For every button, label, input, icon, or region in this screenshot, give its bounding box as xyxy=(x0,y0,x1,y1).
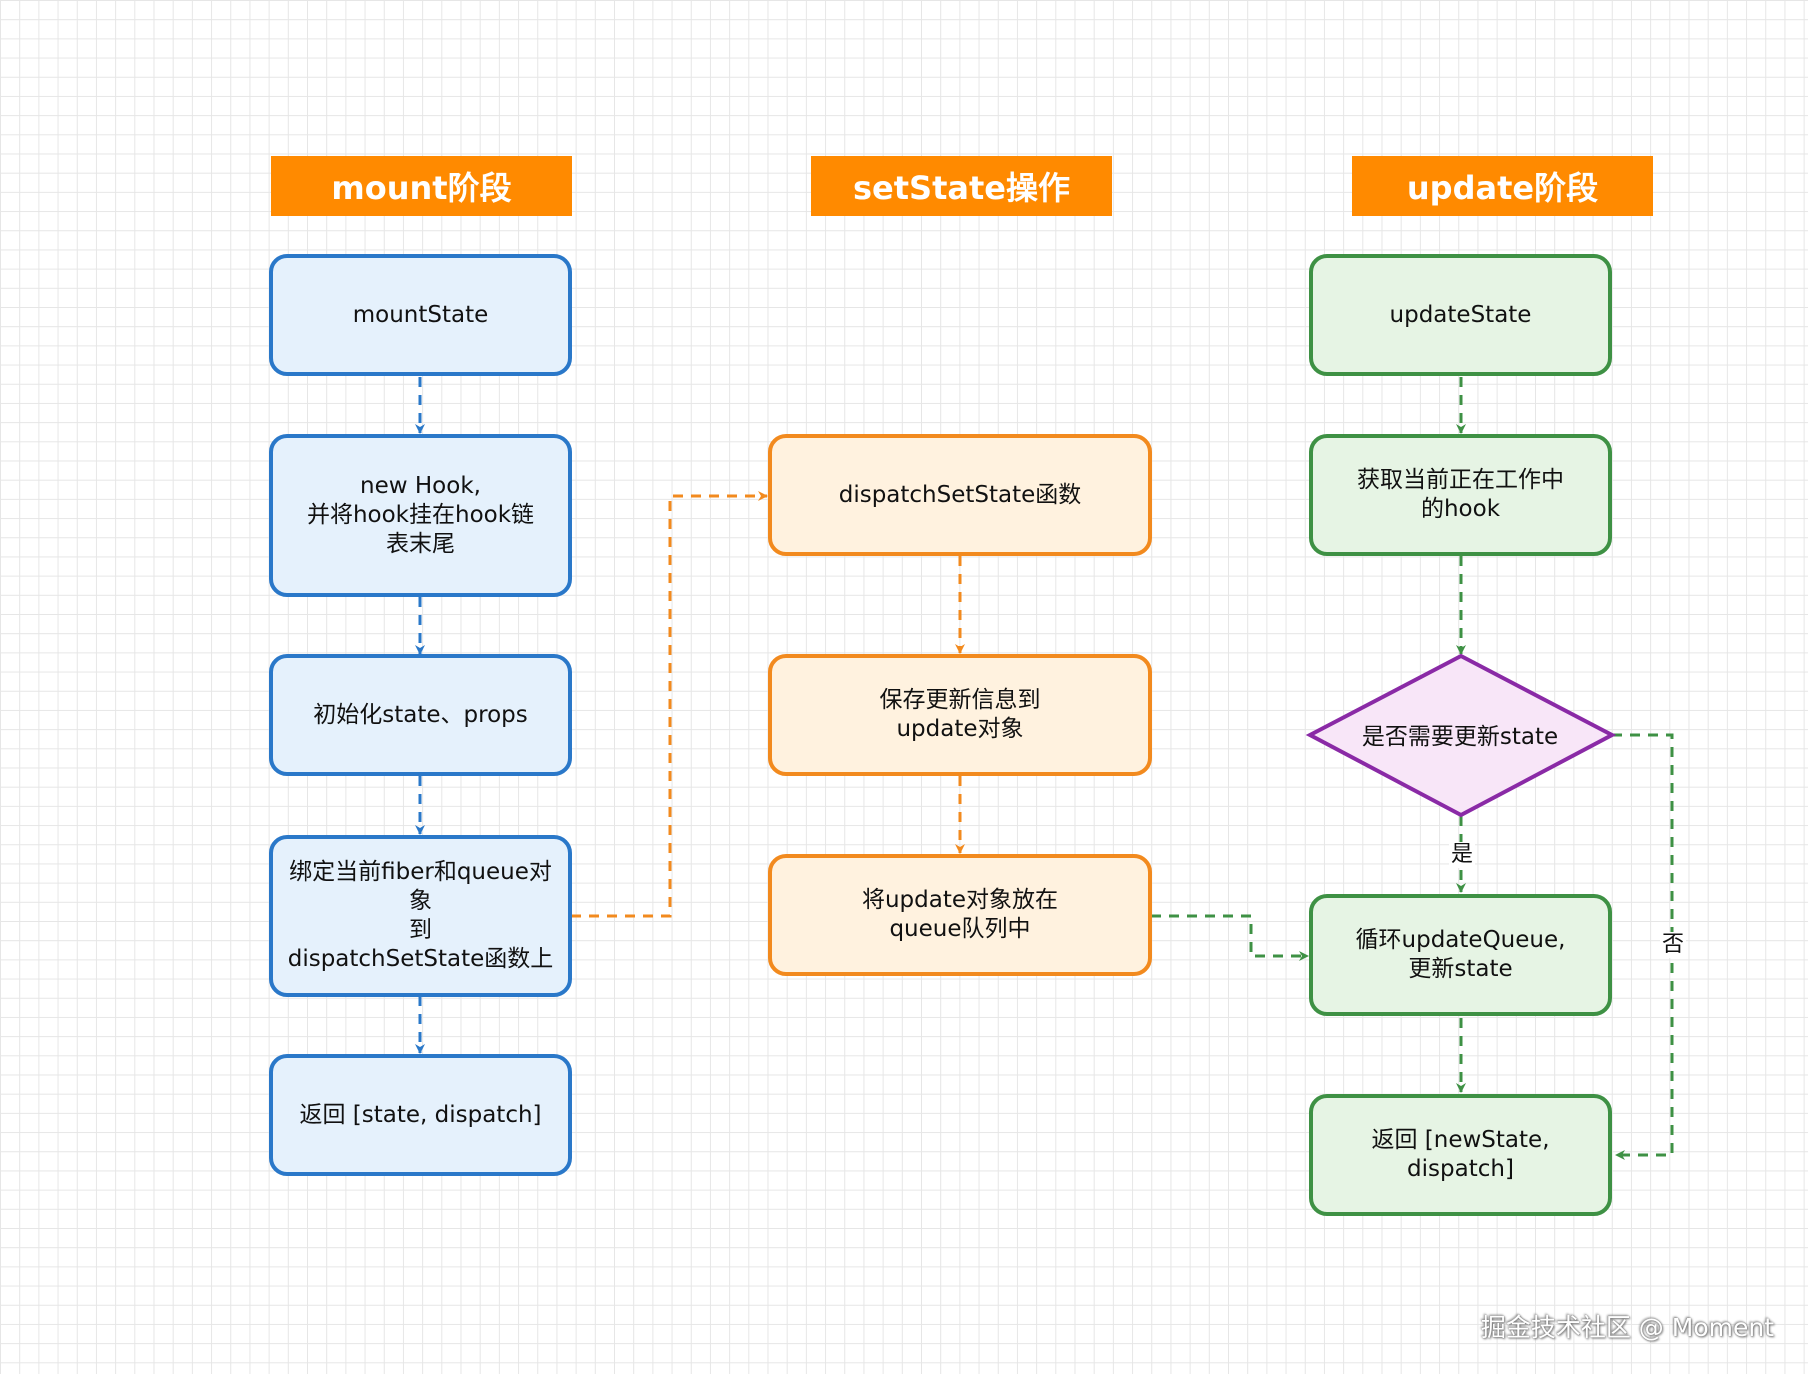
node-return-new: 返回 [newState, dispatch] xyxy=(1309,1094,1612,1216)
decision-diamond xyxy=(1305,653,1617,818)
header-setstate: setState操作 xyxy=(811,156,1112,216)
node-save-update: 保存更新信息到 update对象 xyxy=(768,654,1152,776)
node-return-state: 返回 [state, dispatch] xyxy=(269,1054,572,1176)
node-mount-state: mountState xyxy=(269,254,572,376)
decision-label: 是否需要更新state xyxy=(1361,724,1559,750)
edge-bind-to-dispatch xyxy=(571,491,768,918)
edge-label-no: 否 xyxy=(1660,932,1687,958)
node-new-hook: new Hook, 并将hook挂在hook链 表末尾 xyxy=(269,434,572,597)
node-loop-queue: 循环updateQueue, 更新state xyxy=(1309,894,1612,1016)
header-mount: mount阶段 xyxy=(271,156,572,216)
edge-label-yes: 是 xyxy=(1449,842,1476,868)
header-update: update阶段 xyxy=(1352,156,1653,216)
node-init-state: 初始化state、props xyxy=(269,654,572,776)
node-enqueue-update: 将update对象放在 queue队列中 xyxy=(768,854,1152,976)
node-get-hook: 获取当前正在工作中 的hook xyxy=(1309,434,1612,556)
watermark: 掘金技术社区 @ Moment xyxy=(1480,1313,1774,1342)
node-update-state: updateState xyxy=(1309,254,1612,376)
node-bind-dispatch: 绑定当前fiber和queue对象 到 dispatchSetState函数上 xyxy=(269,835,572,997)
node-dispatch-fn: dispatchSetState函数 xyxy=(768,434,1152,556)
edge-enqueue-to-loop xyxy=(1151,914,1309,961)
